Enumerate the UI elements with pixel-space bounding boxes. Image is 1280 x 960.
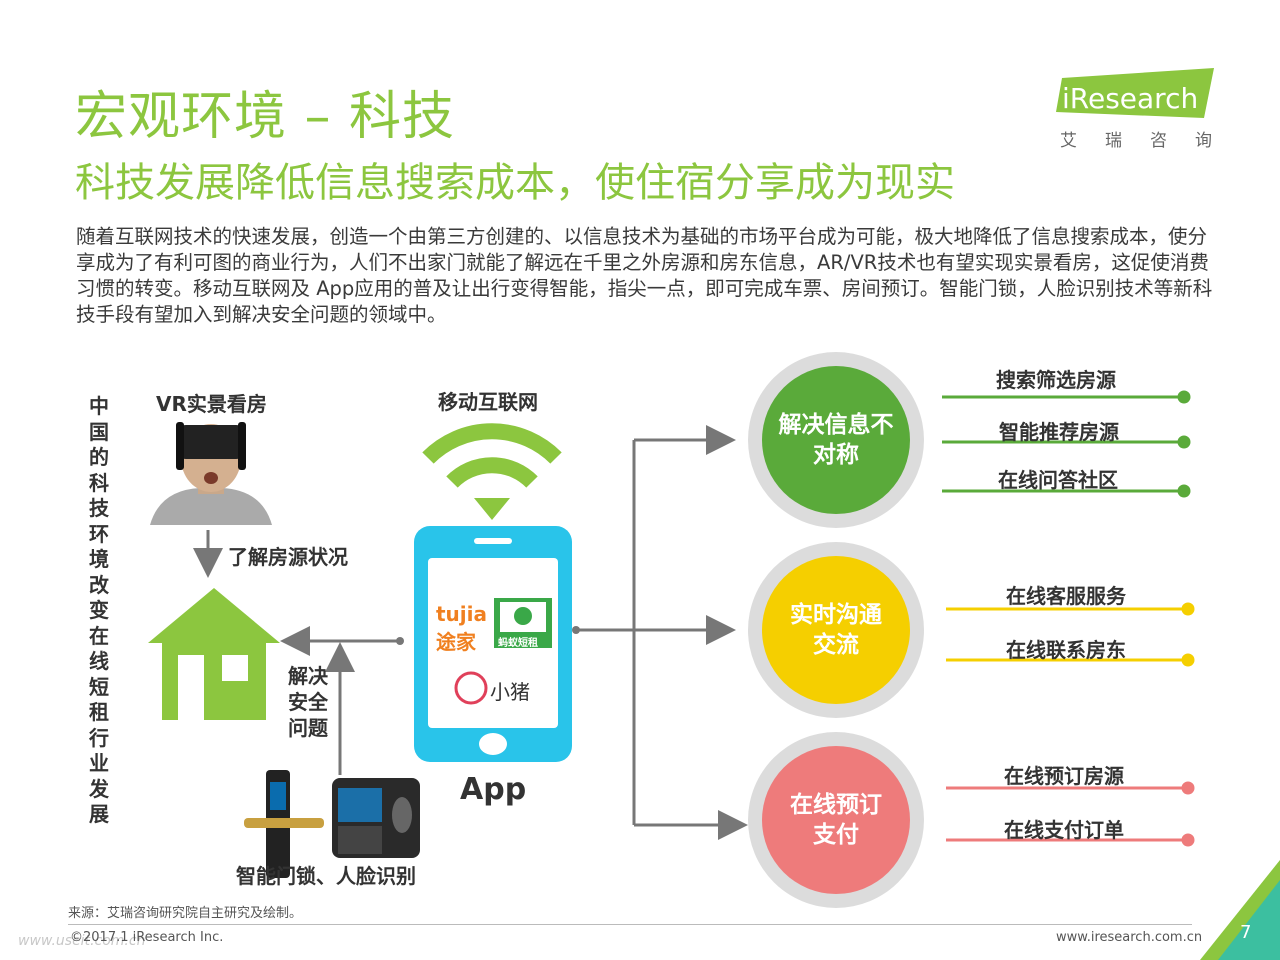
circle-communication-label: 实时沟通交流 — [790, 602, 882, 658]
diagram-canvas — [148, 352, 1195, 908]
intro-paragraph: 随着互联网技术的快速发展，创造一个由第三方创建的、以信息技术为基础的市场平台成为… — [76, 225, 1213, 326]
face-recognition-icon — [332, 778, 420, 858]
mobile-label: 移动互联网 — [438, 390, 538, 414]
phone-icon — [414, 526, 572, 762]
vr-label: VR实景看房 — [156, 392, 267, 416]
footer-divider — [68, 924, 1192, 925]
page-subtitle: 科技发展降低信息搜索成本，使住宿分享成为现实 — [75, 160, 955, 206]
house-icon — [148, 588, 280, 720]
iresearch-logo — [1056, 68, 1214, 118]
payment-lines — [946, 781, 1195, 847]
tujia-en: tujia — [436, 602, 488, 626]
circle-communication — [748, 542, 924, 718]
item-booking: 在线预订房源 — [1004, 764, 1124, 788]
item-qa: 在线问答社区 — [998, 468, 1118, 492]
page-number: 7 — [1240, 922, 1252, 943]
lock-label: 智能门锁、人脸识别 — [236, 864, 416, 888]
logo-cn: 艾瑞咨询 — [1060, 131, 1240, 151]
copyright: ©2017.1 iResearch Inc. — [70, 930, 224, 945]
circle-payment — [748, 732, 924, 908]
door-lock-icon — [244, 770, 324, 878]
item-search: 搜索筛选房源 — [996, 368, 1116, 392]
vertical-label: 中国的科技环境改变在线短租行业发展 — [89, 394, 109, 826]
logo-text: iResearch — [1062, 82, 1199, 115]
info-lines — [942, 390, 1191, 498]
vr-person-icon — [150, 422, 272, 525]
tujia-cn: 途家 — [436, 630, 476, 654]
website: www.iresearch.com.cn — [1056, 930, 1203, 945]
item-recommend: 智能推荐房源 — [999, 420, 1119, 444]
watermark: www.useit.com.cn — [18, 933, 146, 949]
xiaozhu-label: 小猪 — [490, 680, 530, 704]
security-label: 解决安全问题 — [288, 664, 328, 740]
circle-info — [748, 352, 924, 528]
item-service: 在线客服服务 — [1006, 584, 1126, 608]
mayi-label: 蚂蚁短租 — [498, 638, 538, 649]
wifi-icon — [422, 423, 562, 488]
item-contact: 在线联系房东 — [1006, 638, 1126, 662]
app-label: App — [460, 772, 527, 807]
circle-payment-label: 在线预订支付 — [790, 792, 882, 848]
understand-label: 了解房源状况 — [228, 545, 348, 569]
circle-info-label: 解决信息不对称 — [778, 412, 894, 468]
page-title: 宏观环境 – 科技 — [75, 87, 456, 147]
corner-decoration — [1200, 860, 1280, 960]
source-note: 来源：艾瑞咨询研究院自主研究及绘制。 — [68, 906, 303, 921]
communication-lines — [946, 602, 1195, 667]
item-payment: 在线支付订单 — [1004, 818, 1124, 842]
wifi-dot — [474, 498, 510, 520]
